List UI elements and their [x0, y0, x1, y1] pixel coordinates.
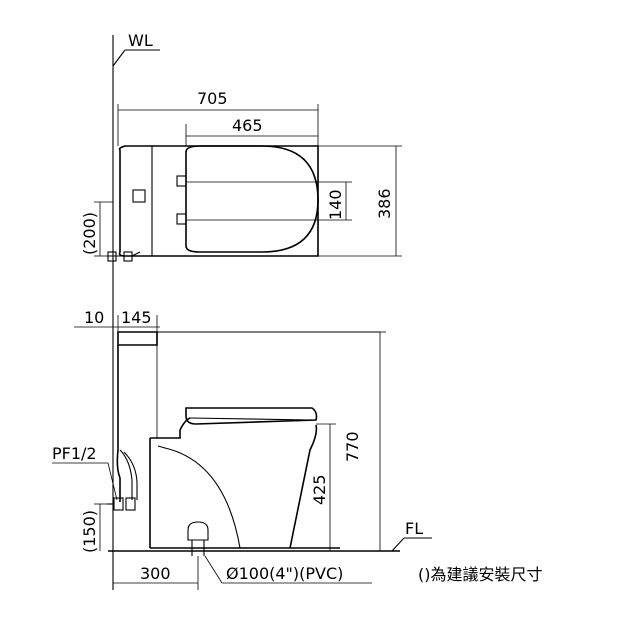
dim-seat-height: 425	[310, 474, 329, 505]
dim-seat-length: 465	[232, 116, 263, 135]
dim-overall-height: 770	[343, 431, 362, 462]
plan-view: 705 465 386 140 (200)	[80, 89, 402, 262]
dim-tank-offset: 10	[84, 308, 104, 327]
wall-line-label: WL	[128, 31, 153, 50]
water-inlet-label: PF1/2	[52, 444, 97, 463]
drain-spec-label: Ø100(4")(PVC)	[226, 564, 343, 583]
dim-tank-depth: 145	[121, 308, 152, 327]
dim-overall-width: 386	[375, 188, 394, 219]
dim-supply-height: (150)	[80, 510, 99, 553]
dim-seat-hinge-width: 140	[326, 189, 345, 220]
install-note: ()為建議安裝尺寸	[418, 565, 543, 584]
side-view: FL 10 145 770 425 PF1/2 (150) 300 Ø100(4…	[52, 308, 543, 590]
dim-supply-offset-plan: (200)	[80, 212, 99, 255]
floor-line-label: FL	[405, 519, 423, 538]
wall-line-group: WL	[112, 31, 160, 590]
dim-rough-in: 300	[140, 564, 171, 583]
dim-overall-length: 705	[197, 89, 228, 108]
